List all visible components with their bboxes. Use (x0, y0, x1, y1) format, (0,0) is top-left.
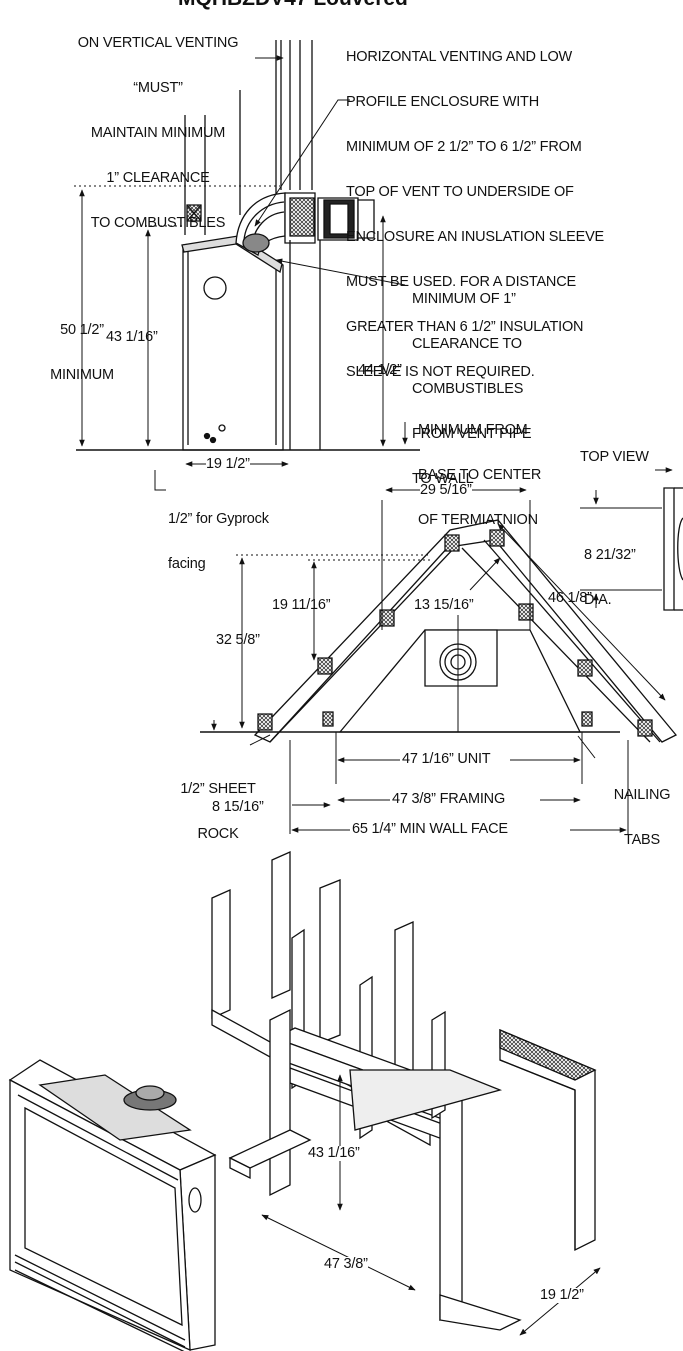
vent-clearance-note: MINIMUM OF 1” CLEARANCE TO COMBUSTIBLES … (412, 291, 532, 487)
dim-47-framing: 47 3/8” (324, 1256, 368, 1272)
termination-note: MINIMUM FROM BASE TO CENTER OF TERMIATNI… (418, 422, 542, 528)
diagram-title: MQHBZDV47 Louvered (178, 0, 408, 10)
unit-width: 47 1/16” UNIT (402, 751, 491, 767)
dim-19-11: 19 11/16” (272, 597, 331, 613)
vertical-venting-note: ON VERTICAL VENTING “MUST” MAINTAIN MINI… (77, 35, 239, 231)
dim-46: 46 1/8” (548, 590, 592, 606)
sheetrock-note: 1/2” SHEET ROCK (180, 781, 256, 842)
dim-19-side: 19 1/2” (206, 456, 250, 472)
top-view-cap (580, 467, 683, 610)
gyprock-note: 1/2” for Gyprock facing (168, 511, 269, 572)
dim-13-15: 13 15/16” (414, 597, 474, 613)
dim-32: 32 5/8” (216, 632, 260, 648)
top-view-drawing (200, 467, 683, 834)
corner-framing (255, 520, 676, 742)
fireplace-unit-isometric (10, 1060, 215, 1351)
firebox-side (183, 238, 283, 450)
dim-8-15: 8 15/16” (212, 799, 264, 815)
dim-50-minimum: 50 1/2” MINIMUM (50, 322, 114, 383)
framing-isometric (212, 852, 601, 1336)
horizontal-vent-pipe (285, 193, 374, 243)
nailing-tabs-note: NAILING TABS (613, 787, 671, 848)
wall-stud (290, 240, 320, 450)
top-view-label: TOP VIEW (580, 449, 649, 465)
dim-29: 29 5/16” (420, 482, 472, 498)
dim-43-side: 43 1/16” (106, 329, 158, 345)
dim-43-framing: 43 1/16” (308, 1145, 360, 1161)
min-wall-face: 65 1/4” MIN WALL FACE (352, 821, 508, 837)
side-view-drawing (74, 40, 420, 490)
framing-width: 47 3/8” FRAMING (392, 791, 506, 807)
horizontal-venting-note: HORIZONTAL VENTING AND LOW PROFILE ENCLO… (346, 49, 605, 380)
dim-19-framing: 19 1/2” (540, 1287, 584, 1303)
vertical-vent-framing (185, 40, 312, 235)
dia-label: 8 21/32” DIA. (584, 547, 636, 608)
dim-44: 44 1/2” (358, 362, 402, 378)
